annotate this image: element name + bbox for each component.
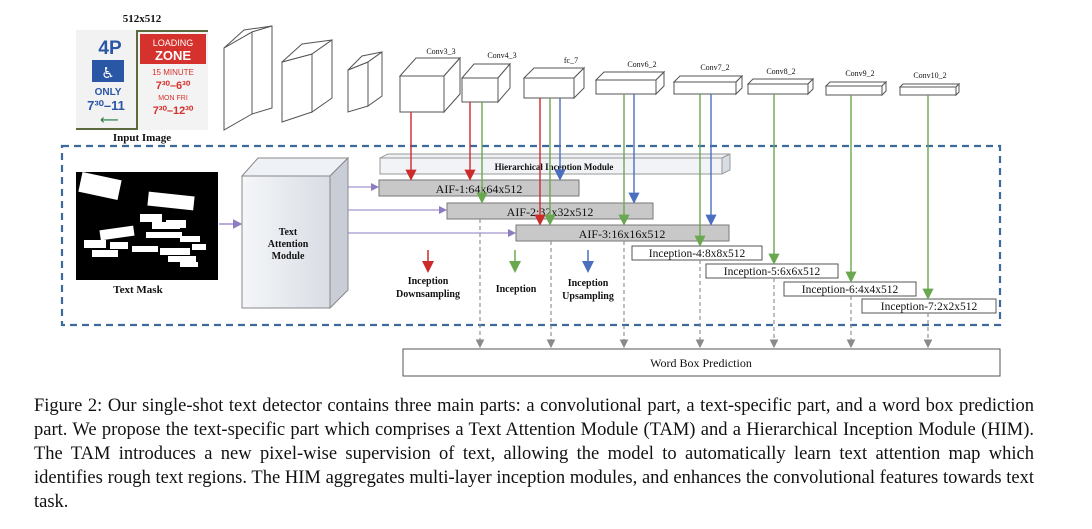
svg-text:ONLY: ONLY (95, 87, 122, 98)
svg-text:Inception: Inception (568, 278, 609, 289)
svg-text:15 MINUTE: 15 MINUTE (152, 68, 194, 77)
text-mask-image (76, 172, 218, 280)
svg-text:Attention: Attention (268, 239, 309, 250)
layer-labels: Conv3_3 Conv4_3 fc_7 Conv6_2 Conv7_2 Con… (426, 47, 946, 80)
svg-text:4P: 4P (98, 38, 122, 59)
inception-label: Inception-6:4x4x512 (802, 284, 899, 296)
svg-text:LOADING: LOADING (153, 38, 194, 48)
layer-label: Conv4_3 (487, 51, 516, 60)
conv-blocks (223, 25, 961, 131)
tam-to-aif-arrows (348, 183, 516, 237)
conv-block-conv7_2 (672, 74, 744, 96)
him-label: Hierarchical Inception Module (495, 162, 614, 172)
layer-label: Conv6_2 (627, 60, 656, 69)
prediction-arrows (475, 219, 933, 349)
svg-text:Module: Module (272, 251, 305, 262)
conv-block-fc7 (522, 66, 586, 100)
conv-block-conv8_2 (746, 77, 815, 96)
svg-text:Inception: Inception (496, 284, 537, 295)
word-box-prediction-label: Word Box Prediction (650, 356, 752, 370)
feature-arrows (405, 94, 934, 300)
conv-block-conv4_3 (460, 62, 512, 104)
layer-label: Conv9_2 (845, 69, 874, 78)
svg-text:Downsampling: Downsampling (396, 289, 460, 300)
aif-label: AIF-3:16x16x512 (579, 227, 666, 241)
input-image-caption: Input Image (113, 132, 171, 144)
layer-label: Conv3_3 (426, 47, 455, 56)
conv-block-1 (223, 25, 273, 131)
input-image: 4P ♿ ONLY 7³⁰–11 ⟵ LOADING ZONE 15 MINUT… (76, 30, 208, 130)
svg-text:7³⁰–6³⁰: 7³⁰–6³⁰ (156, 80, 191, 92)
conv-block-conv3_3 (398, 56, 462, 114)
svg-text:⟵: ⟵ (100, 113, 119, 128)
conv-block-3 (347, 51, 383, 113)
layer-label: Conv10_2 (913, 71, 946, 80)
figure-caption: Figure 2: Our single-shot text detector … (34, 396, 1034, 512)
svg-text:Upsampling: Upsampling (562, 291, 614, 302)
svg-text:Text: Text (279, 227, 298, 238)
conv-block-2 (281, 39, 333, 123)
svg-text:Inception: Inception (408, 276, 449, 287)
aif-label: AIF-1:64x64x512 (436, 182, 523, 196)
svg-text:ZONE: ZONE (155, 48, 191, 63)
layer-label: Conv7_2 (700, 63, 729, 72)
text-mask-label: Text Mask (113, 284, 163, 296)
layer-label: Conv8_2 (766, 67, 795, 76)
architecture-diagram: 512x512 4P ♿ ONLY 7³⁰–11 ⟵ LOADING ZONE … (60, 13, 1002, 377)
svg-text:7³⁰–11: 7³⁰–11 (87, 98, 125, 113)
conv-block-conv9_2 (824, 80, 888, 97)
legend: Inception Downsampling Inception Incepti… (396, 250, 614, 302)
tam-label: Text Attention Module (268, 227, 309, 262)
word-box-prediction-box (402, 348, 1001, 377)
svg-text:♿: ♿ (101, 64, 114, 82)
svg-text:7³⁰–12³⁰: 7³⁰–12³⁰ (153, 105, 194, 117)
conv-block-conv6_2 (594, 70, 666, 96)
layer-label: fc_7 (564, 56, 578, 65)
text-specific-part-box (60, 144, 1002, 327)
inception-label: Inception-4:8x8x512 (649, 248, 746, 260)
svg-text:MON FRI: MON FRI (158, 95, 188, 102)
input-size-label: 512x512 (123, 13, 162, 25)
inception-label: Inception-5:6x6x512 (724, 266, 821, 278)
tam-box (240, 156, 350, 310)
inception-label: Inception-7:2x2x512 (881, 301, 978, 313)
conv-block-conv10_2 (898, 82, 961, 97)
